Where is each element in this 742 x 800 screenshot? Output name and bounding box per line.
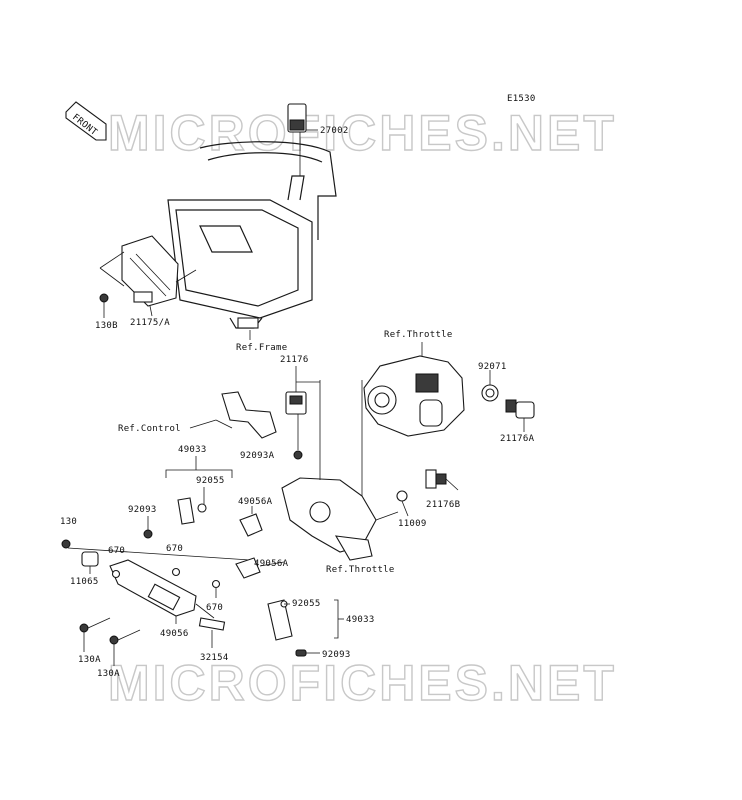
part-21176a-sensor: 21176A: [500, 399, 535, 444]
intake-manifold: [281, 380, 399, 561]
label-32154: 32154: [200, 653, 229, 663]
part-27002-relay: 27002: [287, 103, 349, 136]
label-130a-b: 130A: [97, 669, 120, 679]
part-670-c: 670: [206, 579, 223, 613]
part-92071: 92071: [478, 362, 507, 402]
label-92093a: 92093A: [240, 451, 275, 461]
label-49033-top: 49033: [178, 445, 207, 455]
throttle-body: Ref.Throttle: [363, 330, 465, 437]
injector-group-bottom: 49033 92055 92093: [267, 599, 375, 660]
label-11009: 11009: [398, 519, 427, 529]
part-11065: 11065: [70, 551, 99, 587]
part-92093a: 92093A: [240, 414, 303, 461]
label-27002: 27002: [320, 126, 349, 136]
label-21176a: 21176A: [500, 434, 535, 444]
label-49056a-top: 49056A: [238, 497, 273, 507]
part-32154: 32154: [200, 630, 229, 663]
label-49056a-mid: 49056A: [254, 559, 289, 569]
label-130a-a: 130A: [78, 655, 101, 665]
label-92071: 92071: [478, 362, 507, 372]
label-92055-top: 92055: [196, 476, 225, 486]
label-49033-bottom: 49033: [346, 615, 375, 625]
label-92093-left: 92093: [128, 505, 157, 515]
part-130b-bolt: 130B: [95, 293, 118, 331]
injector-group-top: 49033 92055 92093: [128, 445, 233, 539]
label-670-b: 670: [166, 544, 183, 554]
ref-throttle-bottom-label: Ref.Throttle: [326, 565, 395, 575]
ref-frame-label: Ref.Frame: [236, 343, 287, 353]
ref-throttle-top-label: Ref.Throttle: [384, 330, 453, 340]
label-92093-bottom: 92093: [322, 650, 351, 660]
front-arrow-icon: FRONT: [65, 101, 107, 141]
label-670-a: 670: [108, 546, 125, 556]
label-11065: 11065: [70, 577, 99, 587]
part-21176-sensor: 21176: [280, 355, 320, 415]
part-130: 130: [60, 517, 77, 549]
label-130: 130: [60, 517, 77, 527]
watermark-bottom: MICROFICHES.NET: [108, 655, 617, 711]
part-130a-b: 130A: [97, 629, 141, 679]
part-130a-a: 130A: [78, 617, 111, 665]
part-49056a-mid: 49056A: [235, 557, 289, 579]
label-21176: 21176: [280, 355, 309, 365]
part-11009: 11009: [396, 490, 427, 529]
control-bracket: Ref.Control: [118, 391, 277, 439]
label-92055-bottom: 92055: [292, 599, 321, 609]
watermark-top: MICROFICHES.NET: [108, 105, 617, 161]
part-670-a: 670: [108, 546, 125, 579]
label-670-c: 670: [206, 603, 223, 613]
label-49056: 49056: [160, 629, 189, 639]
diagram-code: E1530: [507, 94, 536, 104]
ref-control-label: Ref.Control: [118, 424, 181, 434]
part-670-b: 670: [166, 544, 183, 577]
label-21176b: 21176B: [426, 500, 460, 510]
part-21176b: 21176B: [425, 469, 460, 510]
part-49056: 49056: [160, 616, 189, 639]
label-130b: 130B: [95, 321, 118, 331]
label-21175a: 21175/A: [130, 318, 170, 328]
part-49056a-top: 49056A: [238, 497, 273, 537]
fuel-rail: [67, 547, 251, 631]
part-21175a-ecu: 21175/A: [99, 235, 197, 328]
